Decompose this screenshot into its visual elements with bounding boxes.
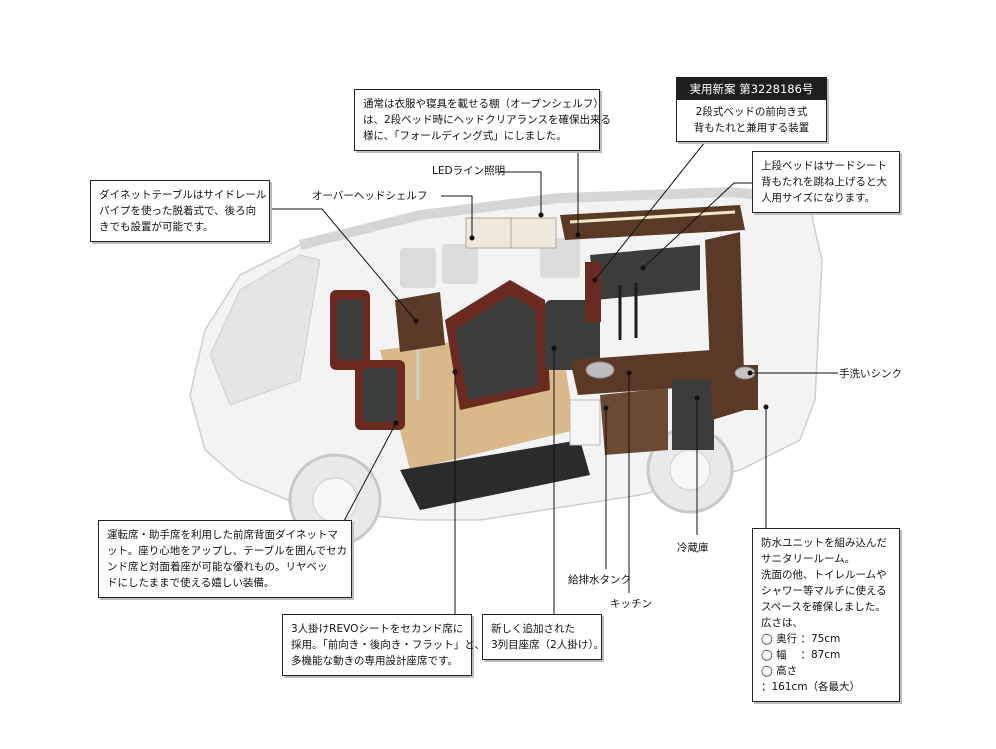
callout-line: ンド席と対面着座が可能な優れもの。リヤベッ xyxy=(107,561,328,573)
callout-line: 洗面の他、トイレルームや xyxy=(761,569,887,581)
callout-line: ダイネットテーブルはサイドレール xyxy=(99,189,267,201)
spec-name: 高さ xyxy=(776,665,798,677)
leader-lines xyxy=(270,82,838,615)
spec-mark: ◯ xyxy=(761,633,773,645)
callout-front-seats: 運転席・助手席を利用した前席背面ダイネットマ ット。座り心地をアップし、テーブル… xyxy=(98,520,352,598)
callout-line: 採用。「前向き・後向き・フラット」と、 xyxy=(291,639,485,651)
windshield xyxy=(209,254,321,406)
callout-line: きでも設置が可能です。 xyxy=(99,221,214,233)
callout-line: 上段ベッドはサードシート xyxy=(761,160,887,172)
kitchen-cabinet xyxy=(600,388,668,455)
label-led-light: LEDライン照明 xyxy=(432,165,506,177)
callout-line: ット。座り心地をアップし、テーブルを囲んでセカ xyxy=(107,545,348,557)
spec-mark: ◯ xyxy=(761,665,773,677)
callout-line: スペースを確保しました。 xyxy=(761,601,886,613)
callout-sanitary-room: 防水ユニットを組み込んだ サニタリールーム。 洗面の他、トイレルームや シャワー… xyxy=(752,528,900,702)
callout-line: パイプを使った脱着式で、後ろ向 xyxy=(99,205,257,217)
rear-wheel-hub xyxy=(669,449,711,491)
callout-patent: 実用新案 第3228186号 2段式ベッドの前向き式 背もたれと兼用する装置 xyxy=(676,77,827,142)
spec-name: 幅 xyxy=(776,649,798,661)
water-tank xyxy=(569,399,601,446)
callout-line: サニタリールーム。 xyxy=(761,553,856,565)
callout-dinette-table: ダイネットテーブルはサイドレール パイプを使った脱着式で、後ろ向 きでも設置が可… xyxy=(90,180,270,242)
callout-line: ドにしたままで使える嬉しい装備。 xyxy=(107,577,275,589)
label-water-tank: 給排水タンク xyxy=(568,574,631,586)
callout-line: 運転席・助手席を利用した前席背面ダイネットマ xyxy=(107,529,338,541)
floor-hatch xyxy=(400,440,590,510)
refrigerator xyxy=(672,380,714,450)
callout-line: 人用サイズになります。 xyxy=(761,192,876,204)
dinette-table xyxy=(395,292,445,352)
callout-line: 背もたれと兼用する装置 xyxy=(693,122,810,134)
callout-line: 広さは、 xyxy=(761,617,803,629)
label-refrigerator: 冷蔵庫 xyxy=(677,542,709,554)
callout-revo-seat: 3人掛けREVOシートをセカンド席に 採用。「前向き・後向き・フラット」と、 多… xyxy=(282,614,485,676)
spec-value: ：161cm（各最大） xyxy=(761,681,861,693)
spec-mark: ◯ xyxy=(761,649,773,661)
side-window-2 xyxy=(442,244,478,284)
callout-line: 3列目座席（2人掛け）。 xyxy=(491,639,605,651)
label-overhead-shelf: オーバーヘッドシェルフ xyxy=(312,190,428,202)
callout-line: 新しく追加された xyxy=(491,623,575,635)
callout-third-row: 新しく追加された 3列目座席（2人掛け）。 xyxy=(482,614,605,660)
spec-depth: ◯ 奥行 ：75cm xyxy=(761,631,891,647)
callout-line: シャワー等マルチに使える xyxy=(761,585,887,597)
callout-open-shelf: 通常は衣服や寝具を載せる棚（オープンシェルフ） は、2段ベッド時にヘッドクリアラ… xyxy=(354,89,611,151)
callout-line: は、2段ベッド時にヘッドクリアランスを確保出来る xyxy=(363,114,611,126)
front-wheel-hub xyxy=(312,477,358,523)
spec-width: ◯ 幅 ：87cm xyxy=(761,647,891,663)
led-strip xyxy=(569,210,736,224)
callout-line: 3人掛けREVOシートをセカンド席に xyxy=(291,623,464,635)
spec-value: ：75cm xyxy=(800,633,841,645)
leader-dots xyxy=(393,212,769,426)
callout-line: 背もたれを跳ね上げると大 xyxy=(761,176,887,188)
spec-height: ◯ 高さ ：161cm（各最大） xyxy=(761,663,891,695)
callout-line: 様に、「フォールディング式」にしました。 xyxy=(363,130,567,142)
spec-value: ：87cm xyxy=(800,649,841,661)
label-kitchen: キッチン xyxy=(610,598,652,610)
kitchen-sink xyxy=(585,361,615,379)
callout-line: 防水ユニットを組み込んだ xyxy=(761,537,887,549)
callout-line: 2段式ベッドの前向き式 xyxy=(695,106,808,118)
callout-upper-bed: 上段ベッドはサードシート 背もたれを跳ね上げると大 人用サイズになります。 xyxy=(752,151,900,213)
side-window-1 xyxy=(400,248,436,288)
label-hand-sink: 手洗いシンク xyxy=(839,368,902,380)
upper-bed xyxy=(590,245,700,300)
callout-line: 多機能な動きの専用設計座席です。 xyxy=(291,655,458,667)
callout-line: 通常は衣服や寝具を載せる棚（オープンシェルフ） xyxy=(363,98,604,110)
spec-name: 奥行 xyxy=(776,633,798,645)
patent-header: 実用新案 第3228186号 xyxy=(677,78,826,100)
